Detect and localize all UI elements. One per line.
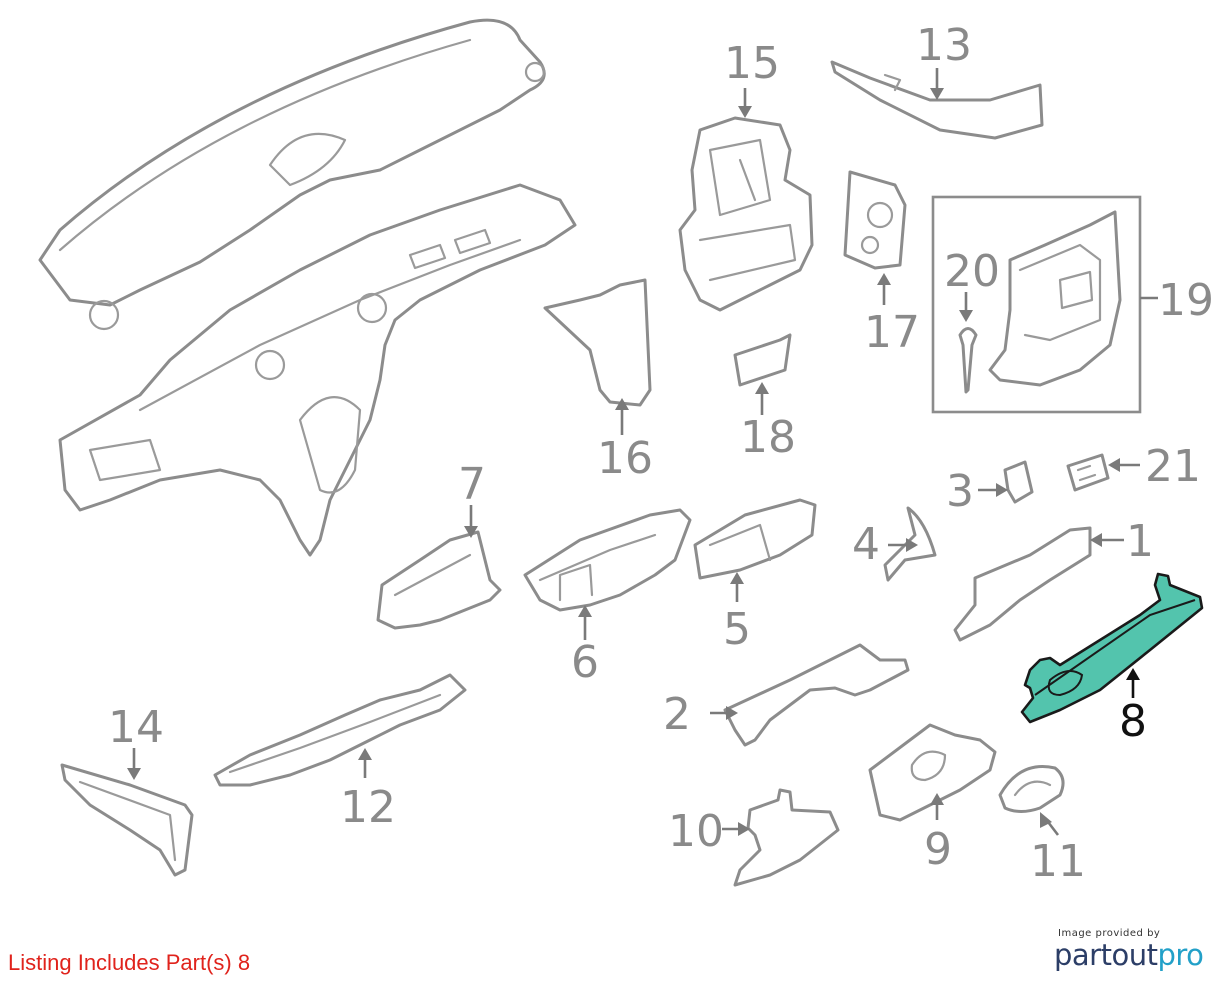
part-5-duct [693, 498, 817, 602]
listing-includes-text: Listing Includes Part(s) 8 [8, 950, 251, 975]
brand-caption: Image provided by [1058, 928, 1161, 939]
callout-3: 3 [946, 466, 974, 517]
brand-name-part2: pro [1157, 938, 1204, 972]
part-12-knee-panel [213, 673, 467, 787]
part-4-curved-bracket [883, 506, 937, 582]
part-11-ring-bezel [998, 765, 1065, 836]
callout-labels: 15 13 20 19 17 16 18 21 3 7 4 1 5 6 8 2 … [108, 20, 1214, 887]
part-9-center-bezel [868, 723, 997, 822]
callout-6: 6 [571, 637, 599, 688]
part-17-bracket [843, 170, 907, 305]
part-16-side-panel [543, 278, 652, 435]
callout-19: 19 [1158, 275, 1214, 326]
callout-10: 10 [668, 806, 724, 857]
part-1-glovebox-lid [953, 526, 1124, 642]
callout-1: 1 [1126, 516, 1154, 567]
part-21-clip [1066, 453, 1140, 492]
part-18-small-cover [733, 333, 792, 415]
part-13-trim-strip [830, 60, 1044, 140]
callout-20: 20 [944, 246, 1000, 297]
partoutpro-logo: partoutpro [1054, 941, 1214, 970]
callout-8-highlighted: 8 [1119, 696, 1147, 747]
part-8-highlighted-panel [1020, 572, 1204, 724]
callout-9: 9 [924, 824, 952, 875]
part-10-small-panel [722, 788, 840, 887]
part-14-side-trim [60, 748, 194, 877]
callout-11: 11 [1030, 836, 1086, 887]
callout-15: 15 [724, 38, 780, 89]
instrument-panel-illustration [38, 18, 577, 557]
parts-diagram: 15 13 20 19 17 16 18 21 3 7 4 1 5 6 8 2 … [38, 18, 1214, 887]
callout-13: 13 [916, 20, 972, 71]
part-7-bracket [376, 505, 502, 630]
callout-7: 7 [458, 459, 486, 510]
part-3-clip [978, 460, 1034, 504]
callout-12: 12 [340, 782, 396, 833]
callout-17: 17 [864, 307, 920, 358]
callout-18: 18 [740, 412, 796, 463]
brand-logo-block: Image provided by partoutpro [1054, 928, 1214, 970]
brand-name-part1: partout [1054, 938, 1158, 972]
part-19-20-box [931, 195, 1158, 414]
callout-21: 21 [1145, 441, 1201, 492]
part-6-module [523, 508, 692, 640]
callout-16: 16 [597, 433, 653, 484]
callout-5: 5 [723, 604, 751, 655]
part-2-lower-panel [710, 643, 910, 747]
callout-2: 2 [663, 689, 691, 740]
callout-4: 4 [852, 519, 880, 570]
callout-14: 14 [108, 702, 164, 753]
part-15-center-frame [678, 88, 814, 312]
